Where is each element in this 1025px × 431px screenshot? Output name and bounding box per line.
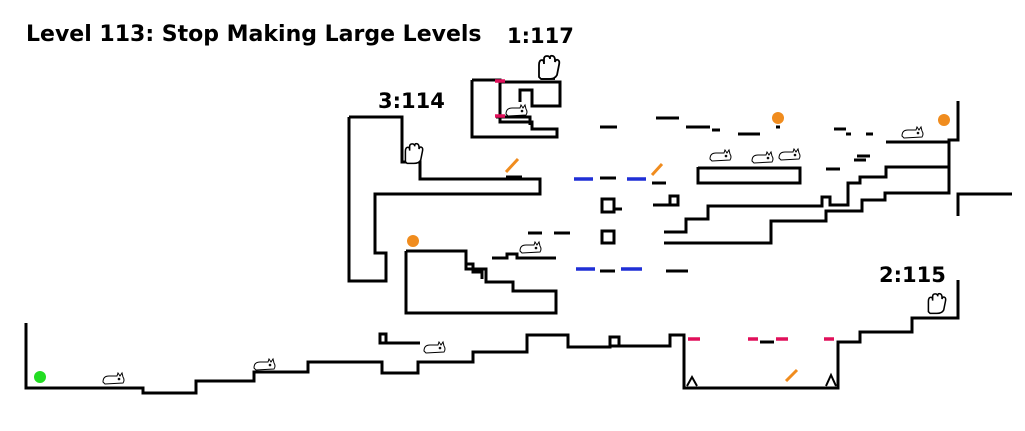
center-block-2 <box>600 229 616 245</box>
orange-coin-icon <box>407 112 950 247</box>
top-box-inner <box>500 80 562 108</box>
door-label-2: 2:115 <box>879 263 946 287</box>
top-box <box>470 78 559 139</box>
glove-hand-icon <box>404 54 947 315</box>
right-platform <box>696 166 802 185</box>
blue-platforms <box>574 177 646 271</box>
door-label-3: 3:114 <box>378 89 445 113</box>
door-label-1: 1:117 <box>507 24 574 48</box>
level-walls <box>24 78 1012 395</box>
spike-icon <box>686 372 837 387</box>
center-block-3 <box>668 194 680 207</box>
lower-steps <box>466 262 484 279</box>
right-stairs <box>664 101 960 245</box>
pink-blocks <box>495 79 834 341</box>
ground-floor <box>24 280 960 395</box>
level-title: Level 113: Stop Making Large Levels <box>26 22 482 47</box>
orange-spring-icon <box>504 157 799 383</box>
center-block-1 <box>600 197 616 214</box>
right-stairs-top <box>664 165 949 234</box>
ground-small-block <box>378 332 388 345</box>
ground-bump <box>608 335 621 348</box>
top-box-ledge <box>496 115 532 125</box>
lower-ledge <box>492 252 556 260</box>
green-ball-icon <box>34 371 46 383</box>
lower-left-block <box>404 249 558 315</box>
far-right-edge <box>956 192 1012 216</box>
left-tower <box>347 115 542 283</box>
cat-icon <box>102 103 924 385</box>
